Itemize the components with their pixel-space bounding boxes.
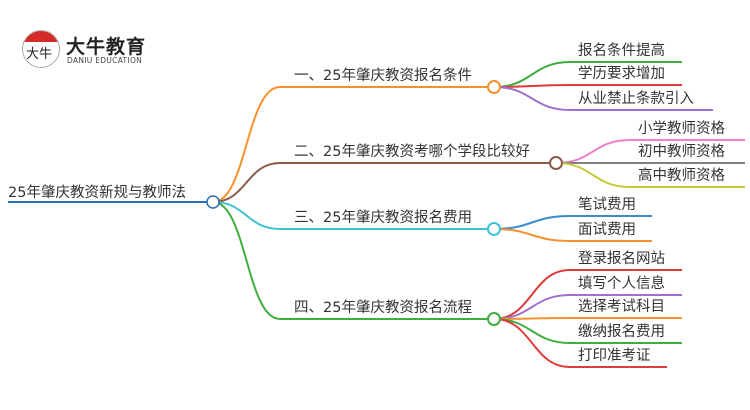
leaf-node[interactable]: 初中教师资格	[638, 144, 725, 160]
leaf-node[interactable]: 报名条件提高	[578, 43, 665, 59]
logo-name: 大牛教育	[66, 36, 147, 58]
branch-node[interactable]: 一、25年肇庆教资报名条件	[294, 68, 472, 84]
leaf-connector	[555, 162, 745, 188]
leaf-node[interactable]: 缴纳报名费用	[578, 324, 665, 340]
leaf-node[interactable]: 登录报名网站	[578, 251, 665, 267]
leaf-connector	[493, 61, 682, 88]
leaf-connector	[493, 228, 652, 242]
leaf-node[interactable]: 打印准考证	[578, 348, 651, 364]
leaf-node[interactable]: 填写个人信息	[578, 276, 665, 292]
logo: 大牛 大牛教育 DANIU EDUCATION	[22, 30, 192, 70]
leaf-connector	[493, 269, 682, 320]
leaf-node[interactable]: 笔试费用	[578, 197, 636, 213]
branch-node[interactable]: 四、25年肇庆教资报名流程	[294, 300, 472, 316]
leaf-node[interactable]: 小学教师资格	[638, 121, 725, 137]
branch-connector	[212, 201, 494, 230]
branch-node[interactable]: 二、25年肇庆教资考哪个学段比较好	[294, 144, 530, 160]
branch-collapse-toggle	[487, 312, 501, 326]
leaf-connector	[493, 318, 667, 368]
leaf-node[interactable]: 选择考试科目	[578, 299, 665, 315]
branch-collapse-toggle	[487, 222, 501, 236]
branch-collapse-toggle	[549, 156, 563, 170]
leaf-connector	[493, 84, 682, 88]
branch-connector	[212, 86, 494, 203]
branch-connector	[212, 201, 494, 320]
leaf-node[interactable]: 高中教师资格	[638, 168, 725, 184]
logo-subtitle: DANIU EDUCATION	[67, 56, 143, 65]
logo-mark-icon: 大牛	[22, 30, 60, 68]
leaf-connector	[493, 86, 713, 111]
leaf-connector	[493, 317, 682, 320]
branch-node[interactable]: 三、25年肇庆教资报名费用	[294, 210, 472, 226]
leaf-node[interactable]: 学历要求增加	[578, 66, 665, 82]
leaf-node[interactable]: 从业禁止条款引入	[578, 91, 694, 107]
root-node[interactable]: 25年肇庆教资新规与教师法	[8, 185, 186, 201]
leaf-node[interactable]: 面试费用	[578, 222, 636, 238]
branch-collapse-toggle	[487, 80, 501, 94]
logo-mark-text: 大牛	[26, 47, 53, 62]
branch-connector	[212, 162, 556, 203]
root-collapse-toggle	[206, 195, 220, 209]
